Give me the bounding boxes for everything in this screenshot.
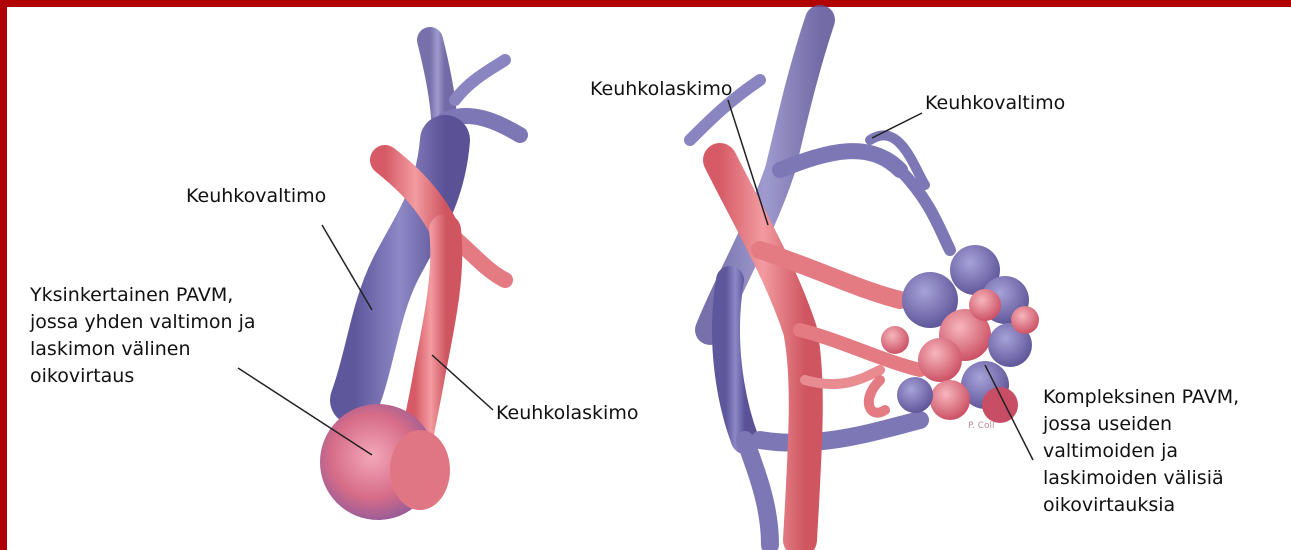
label-complex-pavm: Kompleksinen PAVM, jossa useiden valtimo…	[1043, 384, 1239, 519]
label-left-artery: Keuhkovaltimo	[186, 183, 326, 210]
label-left-vein: Keuhkolaskimo	[496, 400, 638, 427]
label-right-vein: Keuhkolaskimo	[590, 76, 732, 103]
label-simple-pavm: Yksinkertainen PAVM, jossa yhden valtimo…	[30, 282, 256, 390]
simple-pavm-drawing	[320, 40, 520, 520]
pavm-nidus	[869, 245, 1039, 423]
artist-signature: P. Coll	[968, 421, 995, 431]
label-right-artery: Keuhkovaltimo	[925, 90, 1065, 117]
